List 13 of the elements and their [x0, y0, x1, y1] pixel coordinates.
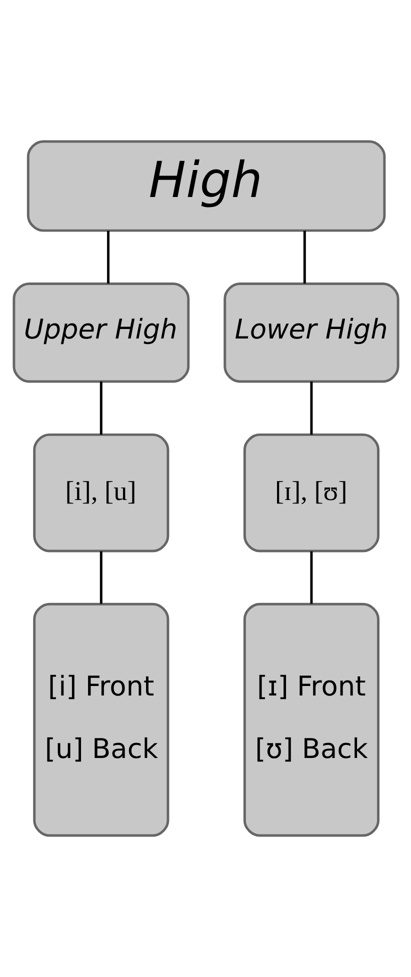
node-box: [ɪ] Front [ʊ] Back [242, 602, 379, 837]
node-box: [ɪ], [ʊ] [242, 433, 379, 552]
node-box: [i], [u] [32, 433, 169, 552]
connector [302, 230, 306, 284]
node-box: High [26, 140, 386, 232]
connector [106, 230, 110, 284]
connector [99, 551, 102, 604]
node-box: Lower High [223, 282, 399, 383]
connector [310, 551, 312, 604]
node-box: [i] Front [u] Back [32, 602, 169, 837]
connector [99, 382, 102, 435]
connector [310, 382, 312, 435]
node-box: Upper High [12, 282, 190, 383]
